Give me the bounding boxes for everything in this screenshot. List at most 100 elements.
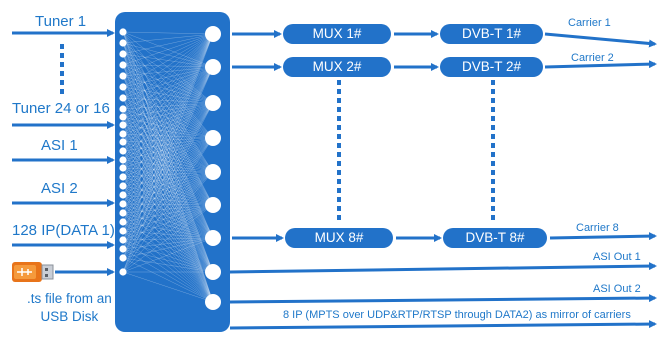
matrix-link — [122, 212, 214, 273]
matrix-link — [122, 53, 214, 273]
matrix-output-port — [205, 197, 221, 213]
matrix-link — [122, 204, 214, 259]
matrix-link — [122, 171, 214, 187]
asi-out-2-label: ASI Out 2 — [593, 283, 641, 295]
matrix-link — [122, 33, 214, 187]
matrix-link — [122, 137, 214, 259]
matrix-link — [122, 237, 214, 250]
matrix-link — [122, 204, 214, 214]
matrix-input-port — [119, 39, 127, 47]
matrix-link — [122, 102, 214, 259]
matrix-link — [122, 137, 214, 273]
matrix-link — [122, 167, 214, 206]
matrix-link — [122, 203, 214, 273]
matrix-link — [122, 31, 214, 273]
matrix-link — [122, 102, 214, 152]
matrix-link — [122, 102, 214, 223]
matrix-link — [122, 124, 214, 273]
input-label-tuner-n: Tuner 24 or 16 — [12, 100, 110, 117]
matrix-link — [122, 239, 214, 303]
matrix-link — [122, 31, 214, 206]
matrix-link — [122, 108, 214, 206]
matrix-link — [122, 42, 214, 173]
arrow-asi-out-2 — [229, 294, 657, 304]
matrix-link — [122, 75, 214, 239]
dvbt-8-box: DVB-T 8# — [443, 228, 547, 248]
matrix-link — [122, 66, 214, 135]
matrix-link — [122, 66, 214, 118]
matrix-link — [122, 137, 214, 152]
matrix-input-port — [119, 147, 127, 155]
matrix-link — [122, 66, 214, 77]
input-label-tuner1: Tuner 1 — [35, 13, 87, 30]
matrix-input-ports — [119, 28, 127, 276]
matrix-link — [122, 86, 214, 206]
matrix-link — [122, 194, 214, 303]
matrix-link — [122, 108, 214, 139]
matrix-link — [122, 102, 214, 241]
matrix-link — [122, 194, 214, 273]
matrix-link — [122, 176, 214, 206]
matrix-link — [122, 171, 214, 178]
input-label-ts-line1: .ts file from an — [27, 291, 112, 306]
matrix-link — [122, 116, 214, 173]
matrix-link — [122, 248, 214, 273]
matrix-link — [122, 203, 214, 303]
matrix-link — [122, 33, 214, 273]
matrix-input-port — [119, 72, 127, 80]
asi-out-1-label: ASI Out 1 — [593, 251, 641, 263]
matrix-link — [122, 212, 214, 239]
matrix-link — [122, 33, 214, 99]
arrow-asi-out-1 — [229, 262, 657, 274]
mux-1-box: MUX 1# — [283, 24, 391, 44]
matrix-link — [122, 33, 214, 232]
matrix-link — [122, 64, 214, 104]
matrix-link — [122, 141, 214, 303]
matrix-input-port — [119, 61, 127, 69]
matrix-link — [122, 64, 214, 139]
matrix-link — [122, 204, 214, 241]
matrix-link — [122, 86, 214, 139]
matrix-link — [122, 221, 214, 303]
matrix-link — [122, 248, 214, 303]
matrix-input-port — [119, 200, 127, 208]
matrix-link — [122, 171, 214, 232]
matrix-link — [122, 86, 214, 273]
matrix-link — [122, 66, 214, 169]
matrix-link — [122, 133, 214, 206]
matrix-link — [122, 31, 214, 173]
matrix-input-port — [119, 245, 127, 253]
matrix-link — [122, 133, 214, 273]
matrix-input-port — [119, 130, 127, 138]
matrix-link — [122, 64, 214, 68]
matrix-link — [122, 66, 214, 214]
matrix-link — [122, 167, 214, 173]
matrix-link — [122, 204, 214, 232]
matrix-link — [122, 150, 214, 206]
matrix-link — [122, 66, 214, 88]
matrix-link — [122, 230, 214, 303]
matrix-input-port — [119, 191, 127, 199]
switch-matrix — [115, 12, 230, 332]
matrix-input-port — [119, 254, 127, 262]
matrix-input-port — [119, 94, 127, 102]
matrix-link — [122, 42, 214, 68]
matrix-input-port — [119, 268, 127, 276]
matrix-link — [122, 150, 214, 173]
matrix-link — [122, 66, 214, 110]
matrix-link — [122, 124, 214, 139]
matrix-link — [122, 108, 214, 239]
matrix-input-port — [119, 138, 127, 146]
matrix-link — [122, 33, 214, 66]
carrier-8-label: Carrier 8 — [576, 222, 619, 234]
input-label-ts-line2: USB Disk — [40, 309, 99, 324]
matrix-link — [122, 176, 214, 273]
matrix-link — [122, 66, 214, 196]
matrix-link — [122, 33, 214, 259]
matrix-link — [122, 137, 214, 241]
matrix-link — [122, 171, 214, 196]
matrix-link — [122, 271, 214, 303]
matrix-link — [122, 137, 214, 196]
matrix-link — [122, 108, 214, 303]
matrix-link — [122, 33, 214, 44]
